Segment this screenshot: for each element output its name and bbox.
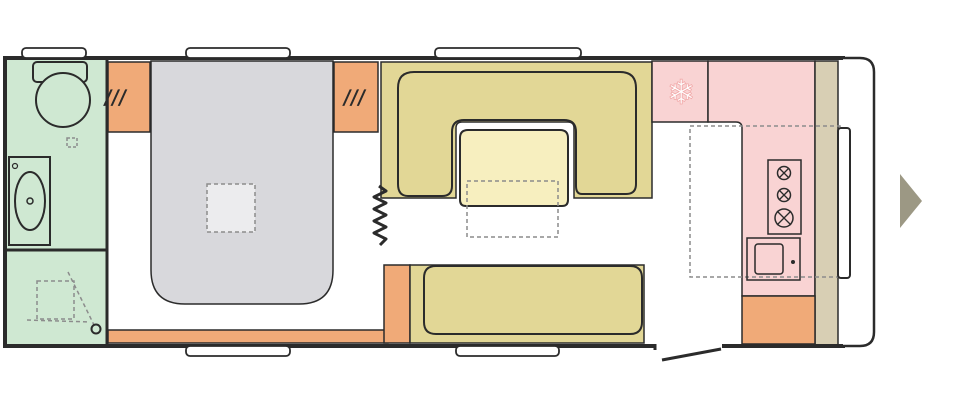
burner-icon: [774, 208, 794, 228]
burner-icon: [776, 187, 792, 203]
window-bottom-dinette: [455, 345, 560, 357]
shower-icon: [26, 271, 102, 335]
entry-chain: [372, 184, 388, 247]
window-top-bath: [21, 47, 87, 59]
windows: [21, 47, 582, 357]
wardrobe-left: ///: [103, 61, 151, 133]
entry-door: [661, 347, 722, 362]
kitchen-cabinet: [741, 295, 816, 345]
wardrobe-right: ///: [333, 61, 379, 133]
hatch-icon: ///: [342, 85, 368, 109]
hatch-icon: ///: [103, 85, 129, 109]
bed: [150, 60, 334, 305]
hob: [767, 159, 802, 235]
kitchen-panel: [814, 60, 839, 346]
fridge: ❄: [651, 60, 709, 123]
burner-icon: [776, 165, 792, 181]
direction-arrow-icon: [900, 174, 922, 228]
kitchen-sink: [746, 237, 801, 281]
dinette-table: [466, 180, 559, 238]
shelf-strip: [107, 329, 389, 344]
dinette-seating-lower: [383, 264, 645, 344]
toilet-icon: [32, 61, 91, 148]
dinette-seating-upper: [380, 61, 653, 207]
window-top-dinette: [434, 47, 582, 59]
snowflake-icon: ❄: [667, 73, 696, 113]
window-top-bed: [185, 47, 291, 59]
front-window: [837, 127, 851, 279]
bed-pillow: [206, 183, 256, 233]
window-bottom-bed: [185, 345, 291, 357]
sink-icon: [8, 156, 51, 246]
